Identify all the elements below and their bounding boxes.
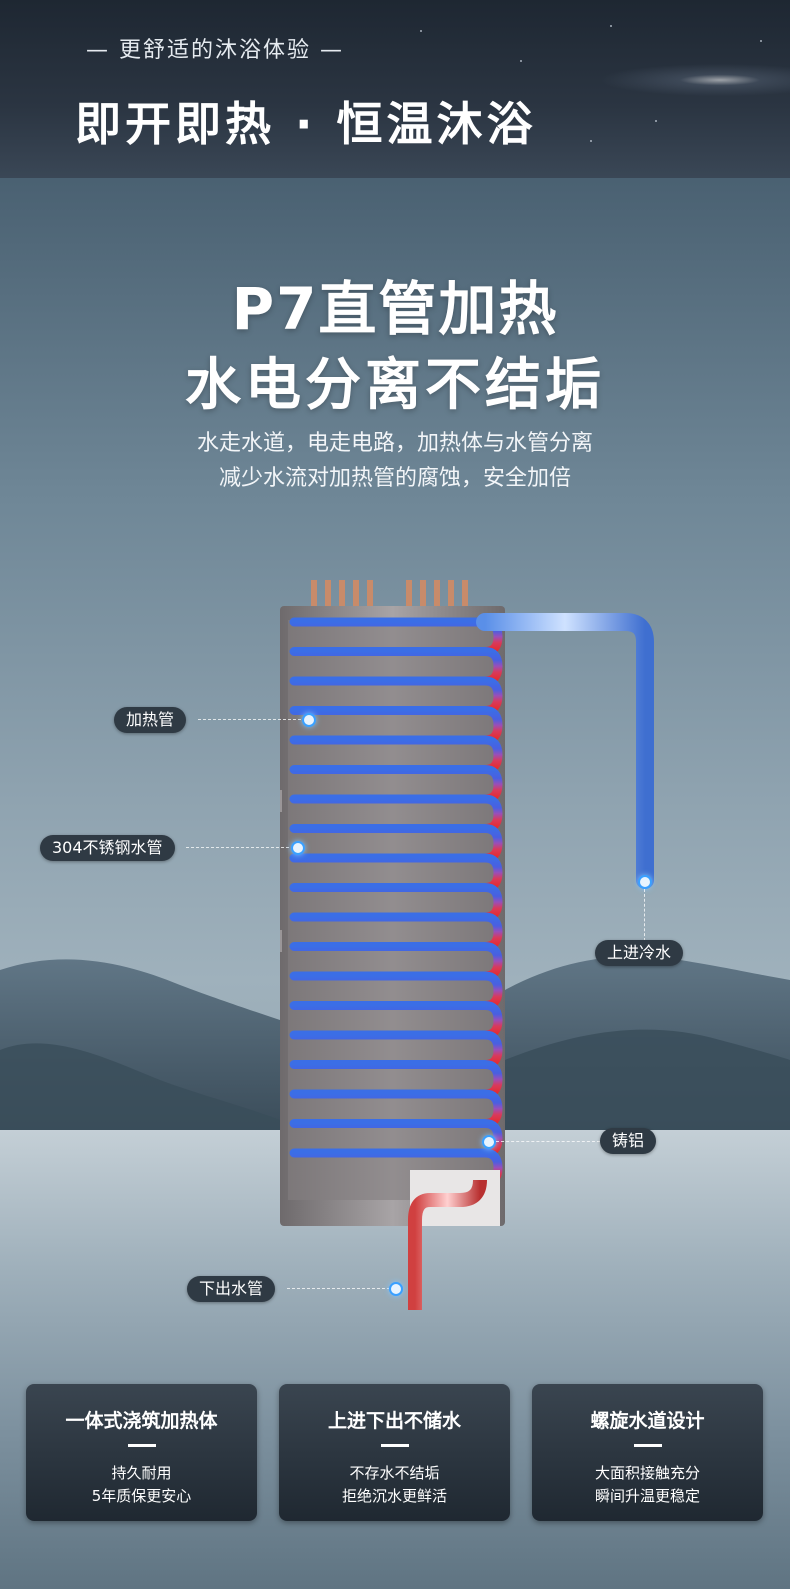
heater-core-illustration (280, 580, 654, 1310)
card-line: 持久耐用 (111, 1464, 172, 1482)
label-cast-aluminum: 铸铝 (600, 1128, 657, 1154)
feature-card-3: 螺旋水道设计 大面积接触充分 瞬间升温更稳定 (532, 1384, 763, 1521)
card-line: 拒绝沉水更鲜活 (341, 1487, 447, 1505)
banner-title: 即开即热 · 恒温沐浴 (75, 97, 537, 151)
card-line: 5年质保更安心 (91, 1487, 192, 1505)
top-banner: — 更舒适的沐浴体验 — 即开即热 · 恒温沐浴 (0, 0, 790, 178)
feature-card-2: 上进下出不储水 不存水不结垢 拒绝沉水更鲜活 (279, 1384, 510, 1521)
label-cold-inlet: 上进冷水 (595, 940, 684, 966)
card-title: 螺旋水道设计 (590, 1410, 705, 1432)
hero-description-line1: 水走水道，电走电路，加热体与水管分离 (196, 431, 593, 456)
card-line: 大面积接触充分 (594, 1464, 700, 1482)
marker-heating-tube (302, 713, 316, 727)
marker-cold-inlet (638, 875, 652, 889)
leader-cast-aluminum (496, 1141, 600, 1142)
marker-outlet-pipe (389, 1282, 403, 1296)
leader-outlet-pipe (287, 1288, 390, 1289)
hero-description-line2: 减少水流对加热管的腐蚀，安全加倍 (218, 466, 571, 491)
card-line: 瞬间升温更稳定 (594, 1487, 700, 1505)
leader-steel-pipe (186, 847, 294, 848)
card-line: 不存水不结垢 (349, 1464, 440, 1482)
label-heating-tube: 加热管 (114, 707, 187, 733)
feature-card-1: 一体式浇筑加热体 持久耐用 5年质保更安心 (26, 1384, 257, 1521)
card-divider (380, 1444, 409, 1447)
card-title: 上进下出不储水 (327, 1410, 461, 1432)
mountain-landscape (0, 956, 790, 1160)
card-title: 一体式浇筑加热体 (65, 1410, 218, 1432)
marker-steel-pipe (291, 841, 305, 855)
label-steel-pipe: 304不锈钢水管 (40, 835, 175, 861)
leader-cold-inlet (644, 889, 645, 941)
leader-heating-tube (198, 719, 306, 720)
label-outlet-pipe: 下出水管 (187, 1276, 276, 1302)
hero-title-line1: P7直管加热 (231, 275, 559, 343)
marker-cast-aluminum (482, 1135, 496, 1149)
card-divider (633, 1444, 662, 1447)
banner-subtitle: — 更舒适的沐浴体验 — (86, 38, 344, 63)
card-divider (127, 1444, 156, 1447)
hero-title-line2: 水电分离不结垢 (185, 353, 605, 418)
